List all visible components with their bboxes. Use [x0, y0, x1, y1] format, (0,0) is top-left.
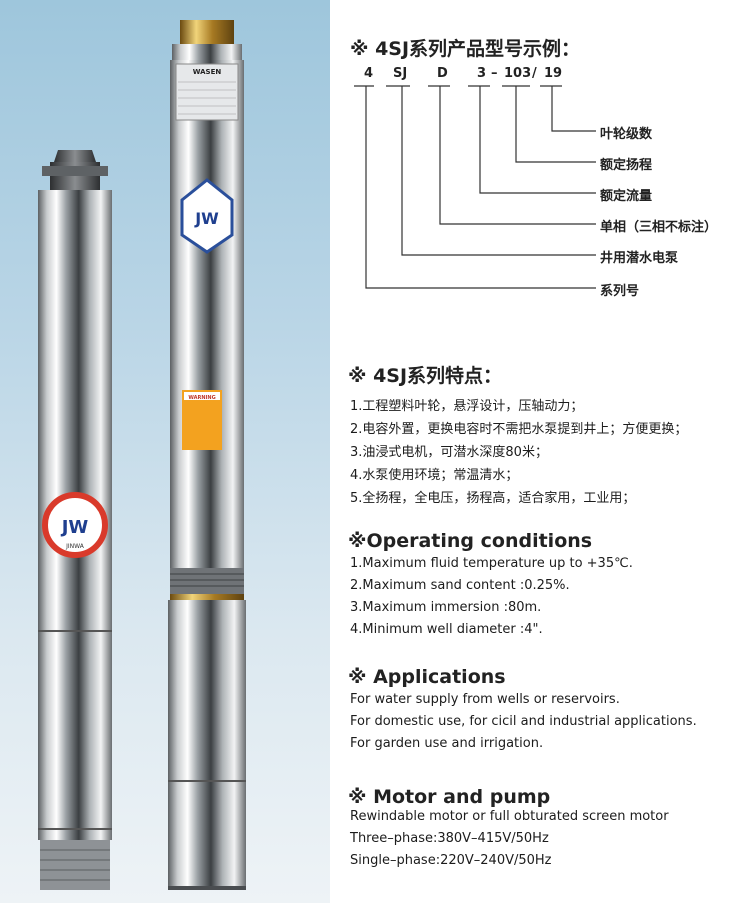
label-rated-head: 额定扬程	[600, 158, 653, 173]
right-pump-motor	[168, 600, 246, 890]
right-pump-warning-text: WARNING	[188, 395, 215, 401]
code-flow: 3	[477, 66, 487, 81]
model-code-leader-lines	[354, 85, 596, 289]
left-pump-badge	[42, 492, 108, 558]
right-pump-nameplate	[175, 63, 239, 121]
right-pump-body	[170, 60, 244, 570]
left-pump-badge-name: JINWA	[65, 543, 85, 550]
motor-item-3: Single–phase:220V–240V/50Hz	[350, 853, 552, 868]
feature-item-4: 4.水泵使用环境；常温清水；	[350, 468, 519, 483]
operating-item-3: 3.Maximum immersion :80m.	[350, 600, 542, 615]
code-series: 4	[364, 66, 374, 81]
motor-item-1: Rewindable motor or full obturated scree…	[350, 809, 669, 824]
code-type: SJ	[393, 66, 408, 81]
left-pump-image: JW JINWA	[38, 150, 112, 890]
left-pump-badge-logo: JW	[60, 517, 89, 538]
code-slash: /	[532, 66, 537, 81]
operating-item-4: 4.Minimum well diameter :4".	[350, 622, 543, 637]
feature-item-3: 3.油浸式电机，可潜水深度80米；	[350, 445, 548, 460]
feature-item-5: 5.全扬程，全电压，扬程高，适合家用，工业用；	[350, 491, 636, 506]
right-pump-image: WASEN JW WARNING	[168, 20, 246, 890]
feature-item-1: 1.工程塑料叶轮，悬浮设计，压轴动力；	[350, 399, 584, 414]
operating-item-1: 1.Maximum fluid temperature up to +35℃.	[350, 556, 633, 571]
label-stages: 叶轮级数	[600, 127, 653, 142]
code-dash: –	[491, 66, 498, 81]
feature-item-2: 2.电容外置，更换电容时不需把水泵提到井上；方便更换；	[350, 422, 688, 437]
application-item-1: For water supply from wells or reservoir…	[350, 692, 620, 707]
model-example-heading: ※ 4SJ系列产品型号示例：	[350, 38, 581, 60]
left-pump-cap	[54, 150, 96, 162]
label-rated-flow: 额定流量	[600, 189, 653, 204]
motor-item-2: Three–phase:380V–415V/50Hz	[350, 831, 549, 846]
code-head: 103	[504, 66, 532, 81]
code-phase: D	[437, 66, 448, 81]
features-heading: ※ 4SJ系列特点：	[348, 365, 503, 387]
code-stages: 19	[544, 66, 563, 81]
application-item-2: For domestic use, for cicil and industri…	[350, 714, 697, 729]
motor-heading: ※ Motor and pump	[348, 786, 551, 808]
label-phase: 单相（三相不标注）	[600, 220, 718, 235]
right-pump-brand: WASEN	[193, 68, 222, 76]
label-pump-type: 井用潜水电泵	[600, 251, 679, 266]
operating-heading: ※Operating conditions	[348, 530, 593, 552]
spec-panel-background	[330, 0, 750, 903]
right-pump-logo: JW	[194, 209, 219, 228]
applications-heading: ※ Applications	[348, 666, 506, 688]
application-item-3: For garden use and irrigation.	[350, 736, 544, 751]
operating-item-2: 2.Maximum sand content :0.25%.	[350, 578, 570, 593]
right-pump-outlet	[180, 20, 234, 44]
label-series: 系列号	[600, 284, 640, 299]
right-pump-logo-badge	[180, 178, 234, 254]
left-pump-screen	[40, 840, 110, 890]
right-pump-screen	[170, 568, 244, 594]
